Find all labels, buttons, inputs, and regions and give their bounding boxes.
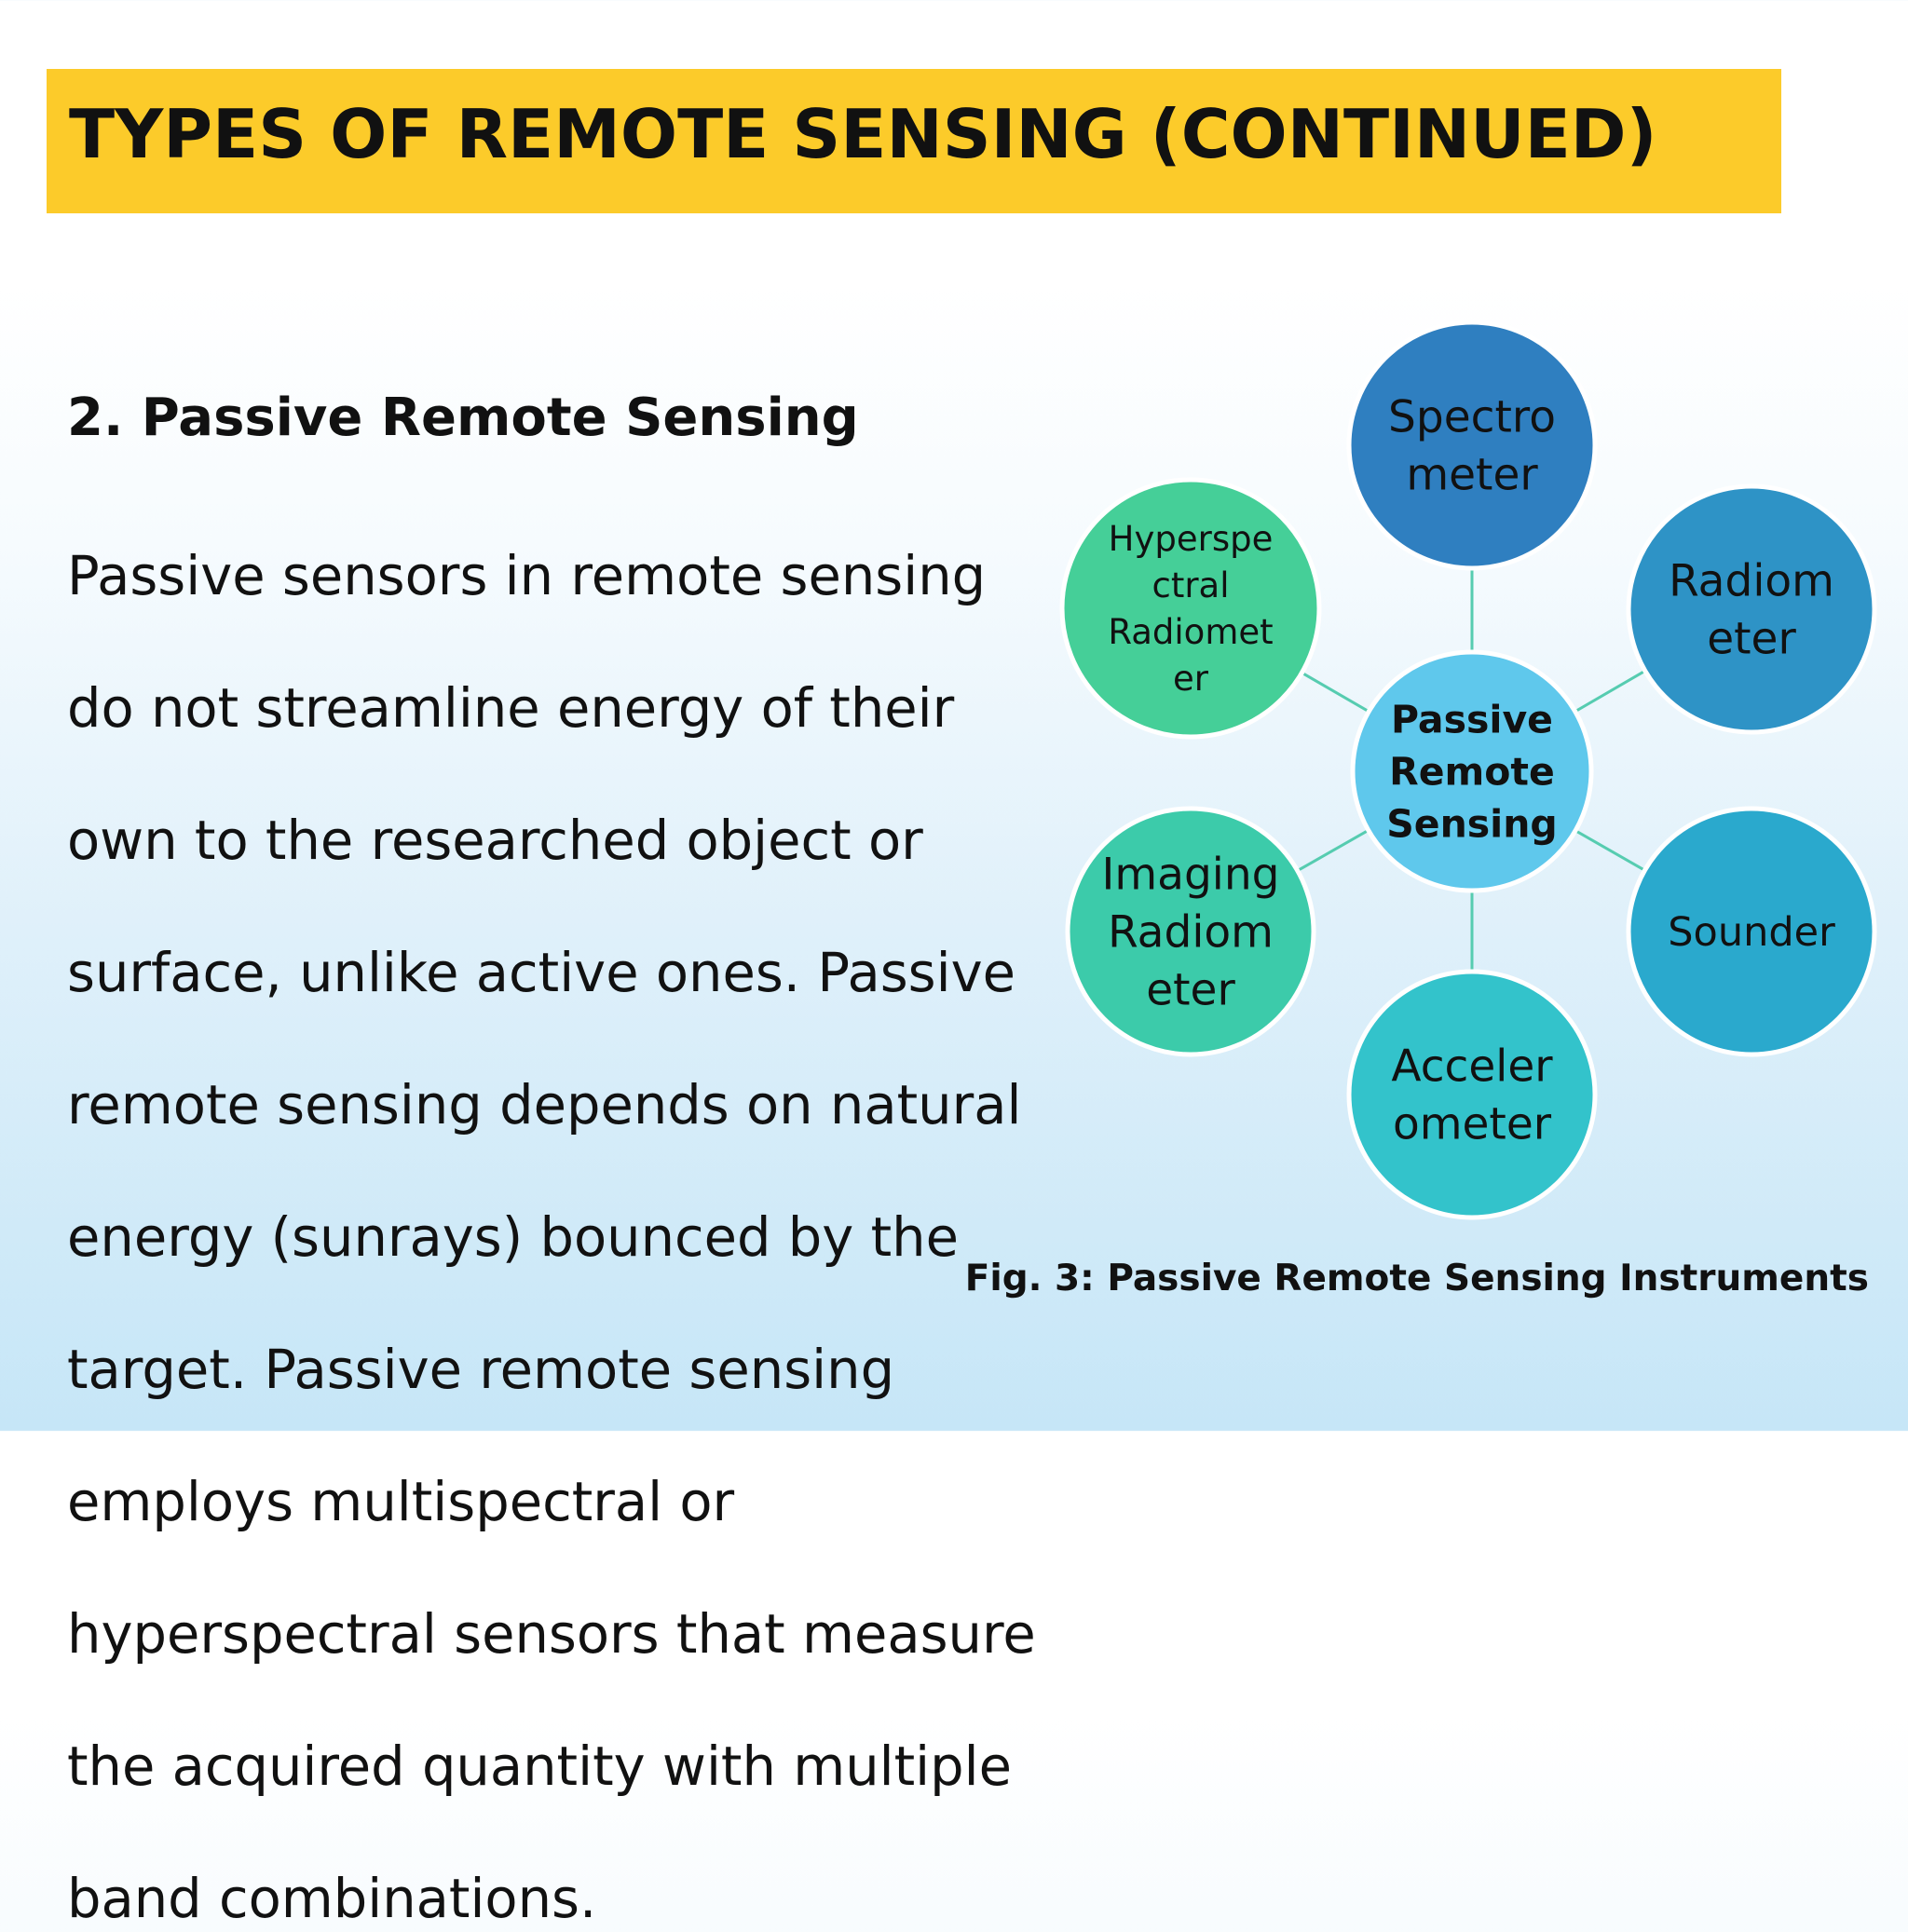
node-imaging-radiometer-label: Imaging [1102,849,1280,900]
node-hyperspectral-radiometer-label: Hyperspe [1109,519,1274,559]
body-line: target. Passive remote sensing [67,1339,895,1401]
body-line: band combinations. [67,1868,597,1930]
section-heading: 2. Passive Remote Sensing [67,388,859,448]
node-radiometer-label: Radiom [1669,555,1834,606]
node-spectrometer-label: meter [1406,449,1538,500]
body-line: surface, unlike active ones. Passive [67,942,1015,1004]
node-circle-hyperspectral-radiometer [1059,477,1322,740]
slide-title: TYPES OF REMOTE SENSING (CONTINUED) [69,95,1657,173]
node-hyperspectral-radiometer-label: ctral [1152,565,1229,605]
center-label: Remote [1389,749,1555,794]
body-line: own to the researched object or [67,810,923,872]
node-imaging-radiometer-label: eter [1146,964,1235,1015]
node-radiometer-label: eter [1707,613,1796,664]
title-banner: TYPES OF REMOTE SENSING (CONTINUED) [47,69,1781,213]
node-spectrometer-label: Spectro [1388,391,1556,442]
node-circle-imaging-radiometer [1065,806,1316,1057]
diagram-nodes: SpectrometerRadiometerSounderAcceleromet… [1059,320,1877,1220]
node-circle-radiometer [1626,483,1877,735]
center-label: Passive [1391,697,1553,742]
body-line: employs multispectral or [67,1471,735,1533]
body-line: do not streamline energy of their [67,677,955,740]
figure-caption: Fig. 3: Passive Remote Sensing Instrumen… [964,1258,1869,1299]
node-circle-spectrometer [1346,320,1598,571]
node-accelerometer-label: Acceler [1391,1041,1553,1092]
center-label: Sensing [1386,801,1558,846]
body-line: Passive sensors in remote sensing [67,545,987,607]
node-sounder: Sounder [1626,806,1877,1057]
body-line: hyperspectral sensors that measure [67,1603,1036,1666]
connector-hyperspectral-radiometer [1301,671,1370,714]
node-spectrometer: Spectro meter [1346,320,1598,571]
body-line: energy (sunrays) bounced by the [67,1206,959,1269]
body-line: remote sensing depends on natural [67,1074,1022,1136]
body-line: the acquired quantity with multiple [67,1735,1012,1798]
connector-sounder [1574,829,1646,872]
instrument-diagram: SpectrometerRadiometerSounderAcceleromet… [1059,320,1877,1220]
center-circle [1350,649,1594,893]
node-imaging-radiometer-label: Radiom [1108,906,1274,958]
node-hyperspectral-radiometer-label: er [1173,659,1209,699]
node-circle-sounder [1626,806,1877,1057]
connector-radiometer [1574,669,1646,714]
node-circle-accelerometer [1346,969,1598,1220]
node-sounder-label: Sounder [1668,909,1835,956]
connector-imaging-radiometer [1296,829,1370,872]
node-accelerometer: Acceler ometer [1346,969,1598,1220]
connectors [1296,568,1646,972]
node-accelerometer-label: ometer [1393,1098,1552,1150]
node-radiometer: Radiom eter [1626,483,1877,735]
node-hyperspectral-radiometer-label: Radiomet [1108,612,1273,652]
